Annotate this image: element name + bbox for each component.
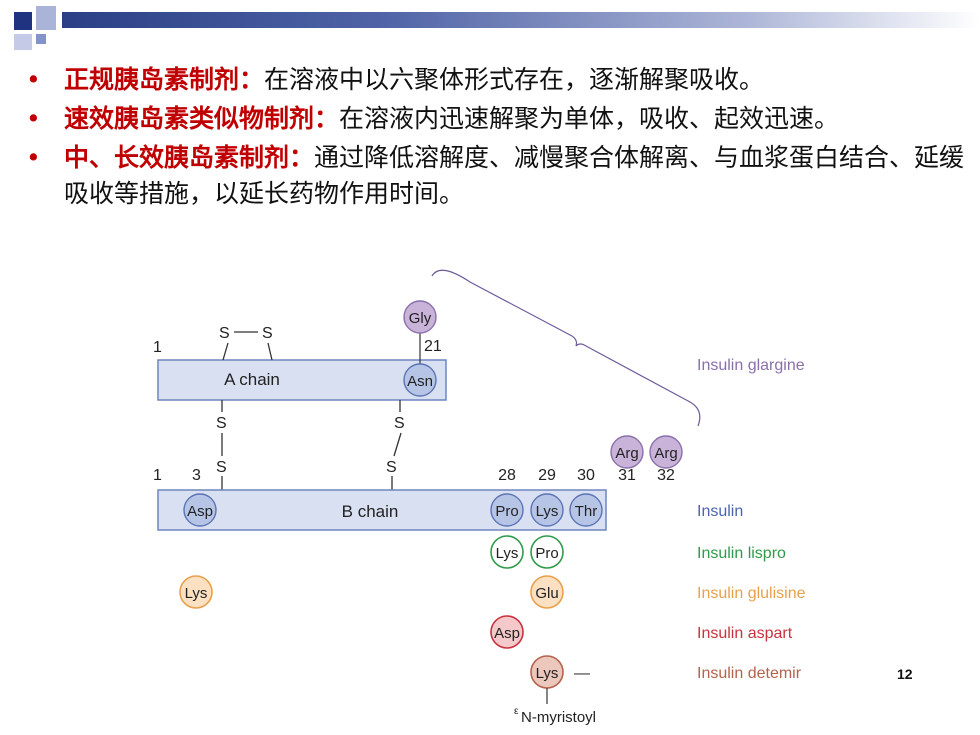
variant-detemir-label: Insulin detemir: [697, 665, 802, 682]
variant-glulisine-label: Insulin glulisine: [697, 585, 806, 602]
page-number: 12: [897, 666, 913, 682]
residue-thr-b30-label: Thr: [575, 503, 598, 520]
bullet-text: 在溶液中以六聚体形式存在，逐渐解聚吸收。: [264, 65, 765, 94]
residue-gly-label: Gly: [409, 310, 432, 327]
header-gradient-bar: [62, 12, 980, 28]
b-chain-label: B chain: [342, 502, 399, 521]
header-square-dark: [14, 12, 32, 30]
bullet-term: 速效胰岛素类似物制剂：: [64, 104, 340, 133]
residue-aspart-asp-label: Asp: [494, 625, 520, 642]
variant-aspart-label: Insulin aspart: [697, 625, 793, 642]
residue-lispro-pro-label: Pro: [535, 545, 558, 562]
variant-lispro-label: Insulin lispro: [697, 545, 786, 562]
pos-b30-label: 30: [577, 467, 595, 484]
residue-glulisine-glu-label: Glu: [535, 585, 558, 602]
pos-b1-label: 1: [153, 467, 162, 484]
variant-insulin-label: Insulin: [697, 503, 743, 520]
residue-arg31-circle: [610, 435, 644, 469]
myristoyl-label: N-myristoyl: [521, 709, 596, 726]
residue-lispro-lys-label: Lys: [496, 545, 519, 562]
pos-b3-label: 3: [192, 467, 201, 484]
residue-asn-circle: [403, 363, 437, 397]
bullet-item-rapid-analog: • 速效胰岛素类似物制剂：在溶液内迅速解聚为单体，吸收、起效迅速。: [22, 101, 972, 137]
bullet-item-long-acting: • 中、长效胰岛素制剂：通过降低溶解度、减慢聚合体解离、与血浆蛋白结合、延缓吸收…: [22, 140, 972, 212]
variant-glargine-label: Insulin glargine: [697, 357, 805, 374]
a-chain-label: A chain: [224, 370, 280, 389]
header-square-light: [36, 6, 56, 30]
residue-detemir-lys-label: Lys: [536, 665, 559, 682]
glargine-brace: [431, 269, 701, 427]
residue-asp-b3-circle: [183, 493, 217, 527]
myristoyl-sup: ε: [514, 706, 519, 717]
bullet-dot: •: [26, 65, 41, 94]
bullet-item-regular-insulin: • 正规胰岛素制剂：在溶液中以六聚体形式存在，逐渐解聚吸收。: [22, 62, 972, 98]
residue-lispro-lys-circle: [490, 535, 524, 569]
bullet-list: • 正规胰岛素制剂：在溶液中以六聚体形式存在，逐渐解聚吸收。 • 速效胰岛素类似…: [22, 62, 972, 215]
residue-lispro-pro-circle: [530, 535, 564, 569]
sulfur-label: S: [394, 415, 405, 432]
pos-b29-label: 29: [538, 467, 556, 484]
residue-lys-b29-label: Lys: [536, 503, 559, 520]
pos-a21-label: 21: [424, 338, 442, 355]
bullet-term: 中、长效胰岛素制剂：: [64, 143, 315, 172]
bullet-term: 正规胰岛素制剂：: [64, 65, 265, 94]
residue-pro-b28-circle: [490, 493, 524, 527]
residue-arg32-label: Arg: [654, 445, 677, 462]
sulfur-label: S: [219, 325, 230, 342]
pos-b32-label: 32: [657, 467, 675, 484]
bullet-dot: •: [26, 104, 41, 133]
residue-glulisine-lys-label: Lys: [185, 585, 208, 602]
residue-arg32-circle: [649, 435, 683, 469]
residue-pro-b28-label: Pro: [495, 503, 518, 520]
disulfide-bond: [393, 432, 402, 457]
bullet-text: 在溶液内迅速解聚为单体，吸收、起效迅速。: [339, 104, 840, 133]
header-square-mid: [14, 34, 32, 50]
a-chain-box: [157, 359, 447, 401]
residue-gly-circle: [403, 300, 437, 334]
sulfur-label: S: [386, 459, 397, 476]
residue-lys-b29-circle: [530, 493, 564, 527]
residue-asp-b3-label: Asp: [187, 503, 213, 520]
residue-glulisine-glu-circle: [530, 575, 564, 609]
residue-glulisine-lys-circle: [179, 575, 213, 609]
residue-aspart-asp-circle: [490, 615, 524, 649]
residue-asn-label: Asn: [407, 373, 433, 390]
residue-arg31-label: Arg: [615, 445, 638, 462]
residue-thr-b30-circle: [569, 493, 603, 527]
pos-b28-label: 28: [498, 467, 516, 484]
sulfur-label: S: [262, 325, 273, 342]
header-square-small: [36, 34, 46, 44]
sulfur-label: S: [216, 415, 227, 432]
pos-a1-label: 1: [153, 339, 162, 356]
detemir-dash: —: [574, 665, 590, 682]
sulfur-label: S: [216, 459, 227, 476]
bond: [222, 342, 229, 361]
bullet-dot: •: [26, 143, 41, 172]
bullet-text: 通过降低溶解度、减慢聚合体解离、与血浆蛋白结合、延缓吸收等措施，以延长药物作用时…: [64, 143, 965, 208]
bond: [267, 342, 273, 361]
pos-b31-label: 31: [618, 467, 636, 484]
